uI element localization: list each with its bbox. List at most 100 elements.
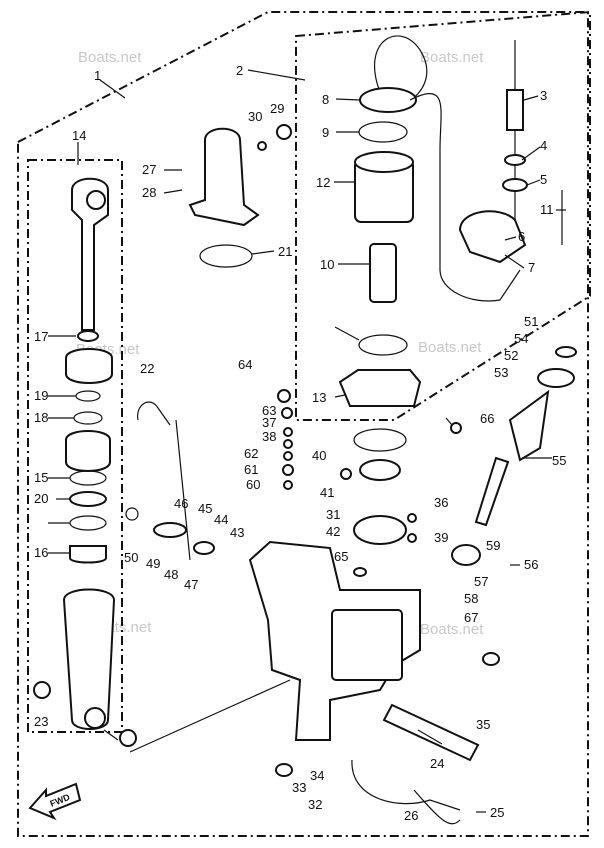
small-screw	[257, 141, 267, 151]
callout-label: 12	[316, 175, 330, 190]
callout-label: 37	[262, 415, 276, 430]
rod-eye	[86, 190, 106, 210]
grommet	[504, 154, 526, 166]
callout-label: 42	[326, 524, 340, 539]
fwd-arrow-icon	[28, 782, 82, 821]
callout-label: 54	[514, 331, 528, 346]
leader-line	[129, 679, 291, 753]
callout-label: 64	[238, 357, 252, 372]
leader-line	[417, 729, 443, 745]
shaft-24	[382, 703, 480, 762]
cylinder-lower-eye	[84, 707, 106, 729]
callout-label: 33	[292, 780, 306, 795]
main-assembly-frame	[17, 11, 589, 837]
watermark: Boats.net	[78, 49, 142, 66]
tube-25-26	[351, 759, 461, 811]
valve-36	[407, 513, 417, 523]
o-ring-top	[358, 121, 408, 143]
callout-label: 46	[174, 496, 188, 511]
accumulator-spring	[508, 389, 550, 462]
leader-line	[504, 254, 525, 269]
reservoir-tank	[188, 127, 260, 227]
callout-label: 65	[334, 549, 348, 564]
motor-assembly-frame	[295, 10, 591, 421]
callout-label: 31	[326, 507, 340, 522]
motor-base	[338, 369, 422, 407]
callout-label: 17	[34, 329, 48, 344]
callout-label: 39	[434, 530, 448, 545]
o-ring-lower	[358, 334, 408, 356]
callout-label: 14	[72, 128, 86, 143]
callout-label: 21	[278, 244, 292, 259]
callout-label: 51	[524, 314, 538, 329]
leader-line	[504, 236, 517, 241]
leader-line	[521, 146, 541, 161]
accumulator-cap	[537, 368, 575, 388]
manifold-group	[137, 346, 577, 825]
bushing-left	[33, 681, 51, 699]
forward-arrow: FWD	[28, 782, 82, 821]
screw-23-lower	[275, 763, 293, 777]
callout-label: 56	[524, 557, 538, 572]
o-ring-reservoir	[199, 244, 253, 268]
callout-label: 32	[308, 797, 322, 812]
callout-label: 62	[244, 446, 258, 461]
callout-label: 2	[236, 63, 243, 78]
pump-gear	[359, 459, 401, 481]
callout-label: 59	[486, 538, 500, 553]
callout-label: 18	[34, 410, 48, 425]
motor-wire-run	[409, 93, 521, 302]
leader-line	[335, 98, 361, 101]
pump-disk	[353, 515, 407, 545]
callout-label: 9	[322, 125, 329, 140]
callout-label: 63	[262, 403, 276, 418]
leader-line	[334, 326, 360, 341]
leader-line	[334, 394, 346, 398]
o-ring-lower-piston	[69, 515, 107, 531]
cylinder-seal-cup	[69, 545, 107, 564]
valve-66-lower	[340, 468, 352, 480]
callout-label: 25	[490, 805, 504, 820]
lead-holder	[458, 210, 527, 264]
callout-label: 29	[270, 101, 284, 116]
valve-66-upper	[450, 422, 462, 434]
callout-label: 10	[320, 257, 334, 272]
small-o-ring	[75, 390, 101, 402]
callout-label: 1	[94, 68, 101, 83]
valve-block	[331, 609, 403, 681]
tilt-cylinder	[62, 588, 116, 730]
leader-line	[523, 95, 539, 101]
union-fitting	[482, 652, 500, 666]
leader-line	[445, 417, 453, 426]
dust-seal	[77, 330, 99, 342]
callout-label: 28	[142, 185, 156, 200]
callout-label: 34	[310, 768, 324, 783]
motor-yoke-top	[354, 151, 414, 173]
valve-parts-column	[125, 389, 500, 777]
callout-label: 13	[312, 390, 326, 405]
tilt-cylinder-group	[33, 177, 137, 747]
leader-line	[175, 419, 191, 561]
leader-line	[247, 69, 306, 81]
callout-label: 40	[312, 448, 326, 463]
motor-lead-loop	[374, 35, 428, 101]
callout-label: 6	[518, 229, 525, 244]
valve-38	[283, 439, 293, 449]
callout-label: 7	[528, 260, 535, 275]
callout-label: 27	[142, 162, 156, 177]
wear-ring	[69, 491, 107, 507]
callout-label: 15	[34, 470, 48, 485]
valve-39	[407, 533, 417, 543]
backup-ring	[73, 411, 103, 425]
callout-label: 19	[34, 388, 48, 403]
callout-label: 36	[434, 495, 448, 510]
callout-label: 3	[540, 88, 547, 103]
callout-label: 53	[494, 365, 508, 380]
callout-label: 35	[476, 717, 490, 732]
piston	[65, 430, 111, 472]
leader-line	[99, 79, 126, 99]
accumulator-rod	[474, 456, 510, 527]
valve-63	[281, 407, 293, 419]
valve-61	[282, 464, 294, 476]
